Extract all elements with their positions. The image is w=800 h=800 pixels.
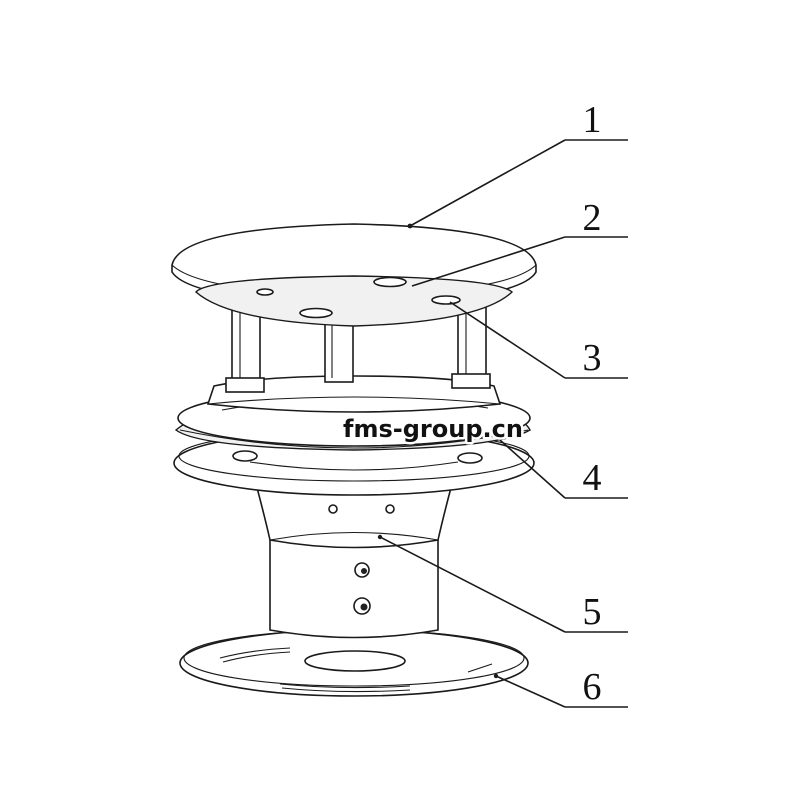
callout-4: 4 [583, 457, 602, 499]
leader-lines [377, 139, 628, 708]
sensor-head-base [206, 375, 502, 413]
callout-2: 2 [583, 197, 602, 239]
callout-1: 1 [583, 99, 602, 141]
callout-6: 6 [583, 666, 602, 708]
callout-5: 5 [583, 591, 602, 633]
callout-3: 3 [583, 337, 602, 379]
base-plate [179, 629, 529, 697]
watermark-text: fms-group.cn [343, 415, 523, 443]
top-cover [171, 223, 537, 327]
